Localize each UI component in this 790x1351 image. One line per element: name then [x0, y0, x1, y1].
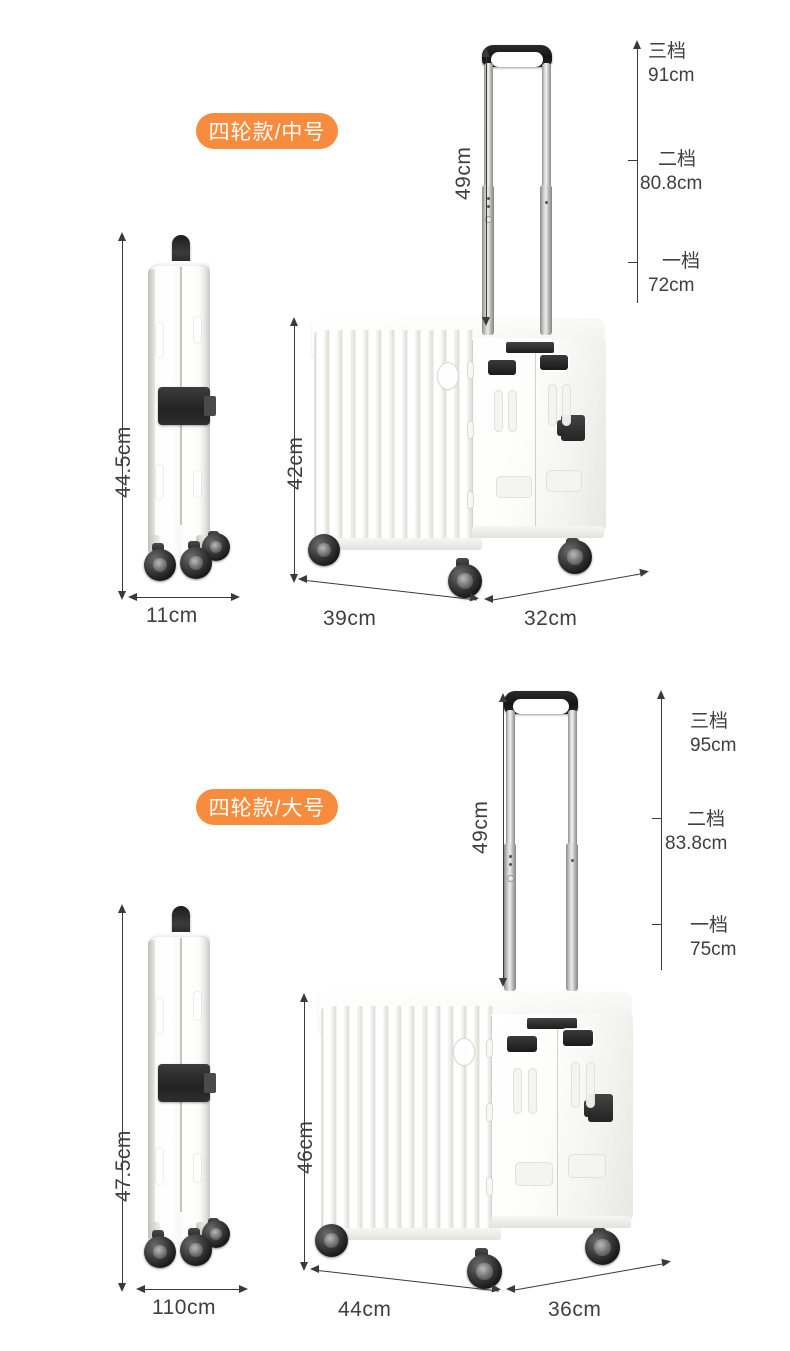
arrow-left-icon [128, 593, 137, 601]
body-height-label-large: 46cm [294, 1120, 317, 1174]
arrow-right-icon [469, 593, 480, 603]
arrow-down-icon [290, 574, 298, 583]
body-height-rule-large [304, 1001, 305, 1263]
arrow-left-icon [136, 1285, 145, 1293]
arrow-down-icon [482, 317, 490, 326]
tier-name: 三档 [648, 41, 687, 62]
tier-tick-1-medium [628, 262, 637, 263]
depth-label-large: 44cm [338, 1298, 392, 1321]
tier-value: 83.8cm [665, 832, 728, 854]
folded-width-label-medium: 11cm [146, 604, 198, 627]
arrow-up-icon [657, 690, 665, 699]
telescoping-handle-large [480, 691, 605, 991]
arrow-up-icon [482, 48, 490, 57]
width-label-large: 36cm [548, 1298, 602, 1321]
arrow-up-icon [300, 993, 308, 1002]
folded-height-rule-large [122, 912, 123, 1284]
arrow-up-icon [633, 40, 641, 49]
model-badge-large: 四轮款/大号 [196, 789, 338, 825]
tier-value: 95cm [690, 734, 737, 756]
body-height-rule-medium [294, 325, 295, 575]
tier-label-1-medium: 一档 72cm [648, 250, 700, 298]
arrow-up-icon [118, 904, 126, 913]
tier-axis-medium [637, 48, 638, 303]
handle-rule-medium [486, 56, 487, 318]
folded-suitcase-large [130, 906, 250, 1276]
telescoping-handle-medium [460, 45, 580, 335]
arrow-right-icon [231, 593, 240, 601]
tier-label-2-medium: 二档 80.8cm [640, 148, 702, 196]
arrow-down-icon [118, 591, 126, 600]
folded-height-label-large: 47.5cm [112, 1130, 135, 1202]
tier-value: 72cm [648, 274, 695, 296]
body-height-label-medium: 42cm [284, 436, 307, 490]
arrow-left-icon [298, 575, 307, 583]
arrow-left-icon [484, 595, 493, 603]
folded-height-label-medium: 44.5cm [112, 426, 135, 498]
arrow-down-icon [300, 1262, 308, 1271]
tier-label-3-large: 三档 95cm [690, 710, 736, 758]
open-suitcase-medium [300, 300, 620, 600]
product-section-medium: 四轮款/中号 44.5cm 11cm [112, 40, 702, 630]
arrow-right-icon [661, 1257, 672, 1267]
folded-width-rule-medium [136, 597, 232, 598]
tier-label-3-medium: 三档 91cm [648, 40, 694, 88]
tier-name: 三档 [690, 711, 729, 732]
width-label-medium: 32cm [524, 607, 578, 630]
arrow-right-icon [239, 1285, 248, 1293]
arrow-left-icon [506, 1285, 515, 1293]
folded-width-rule-large [144, 1289, 240, 1290]
handle-length-label-medium: 49cm [452, 146, 475, 200]
tier-axis-large [661, 698, 662, 970]
tier-value: 91cm [648, 64, 695, 86]
tier-name: 一档 [690, 915, 729, 936]
folded-width-label-large: 110cm [152, 1296, 216, 1319]
handle-rule-large [503, 701, 504, 979]
tier-name: 一档 [662, 251, 701, 272]
tier-name: 二档 [658, 149, 697, 170]
folded-height-rule-medium [122, 240, 123, 592]
arrow-left-icon [310, 1265, 319, 1273]
arrow-down-icon [118, 1283, 126, 1292]
tier-tick-2-large [652, 818, 661, 819]
arrow-down-icon [499, 978, 507, 987]
tier-label-1-large: 一档 75cm [690, 914, 736, 962]
tier-value: 80.8cm [640, 172, 703, 194]
arrow-up-icon [499, 693, 507, 702]
arrow-right-icon [639, 567, 650, 577]
product-section-large: 四轮款/大号 47.5cm 110cm [0, 676, 790, 1351]
open-suitcase-large [305, 976, 645, 1296]
model-badge-medium: 四轮款/中号 [196, 113, 338, 149]
tier-name: 二档 [687, 809, 726, 830]
depth-label-medium: 39cm [323, 607, 377, 630]
arrow-up-icon [290, 317, 298, 326]
tier-label-2-large: 二档 83.8cm [665, 808, 727, 856]
handle-length-label-large: 49cm [469, 800, 492, 854]
tier-tick-1-large [652, 924, 661, 925]
folded-suitcase-medium [130, 235, 250, 595]
tier-value: 75cm [690, 938, 737, 960]
tier-tick-2-medium [628, 160, 637, 161]
arrow-right-icon [491, 1284, 502, 1294]
arrow-up-icon [118, 232, 126, 241]
